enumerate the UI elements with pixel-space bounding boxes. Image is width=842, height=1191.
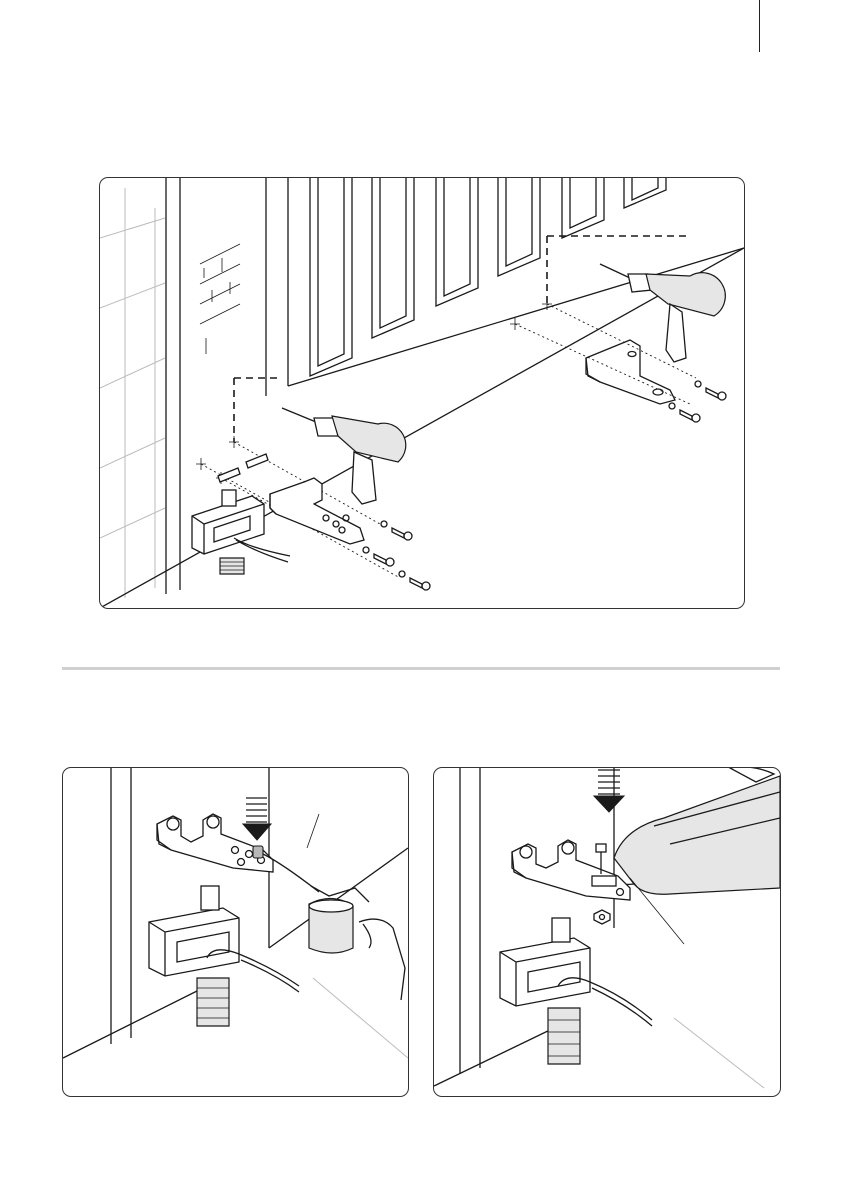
illustration-bracket-installation [99,177,745,609]
illustration-mount-operator [433,767,781,1097]
wall-texture [100,188,165,598]
bracket-installation-drawing [100,178,744,608]
front-bracket [270,478,364,544]
gate-pillar [63,768,408,1058]
lubricate-pivot-drawing [63,768,408,1096]
junction-box [149,886,299,1026]
oil-can-icon [263,814,405,1000]
screw-icon [669,381,726,422]
down-arrow-icon [243,798,271,840]
page-trim-mark [759,0,760,52]
junction-box [500,918,652,1064]
operator-icon [614,768,780,894]
pivot-bracket [512,840,630,900]
mount-operator-drawing [434,768,780,1096]
pivot-bracket [157,814,273,872]
anchor-icon [218,454,268,482]
rear-bracket [586,340,675,404]
illustration-lubricate-pivot [62,767,409,1097]
down-arrow-icon [594,770,624,812]
screw-icon [363,521,430,590]
section-separator [62,667,780,670]
